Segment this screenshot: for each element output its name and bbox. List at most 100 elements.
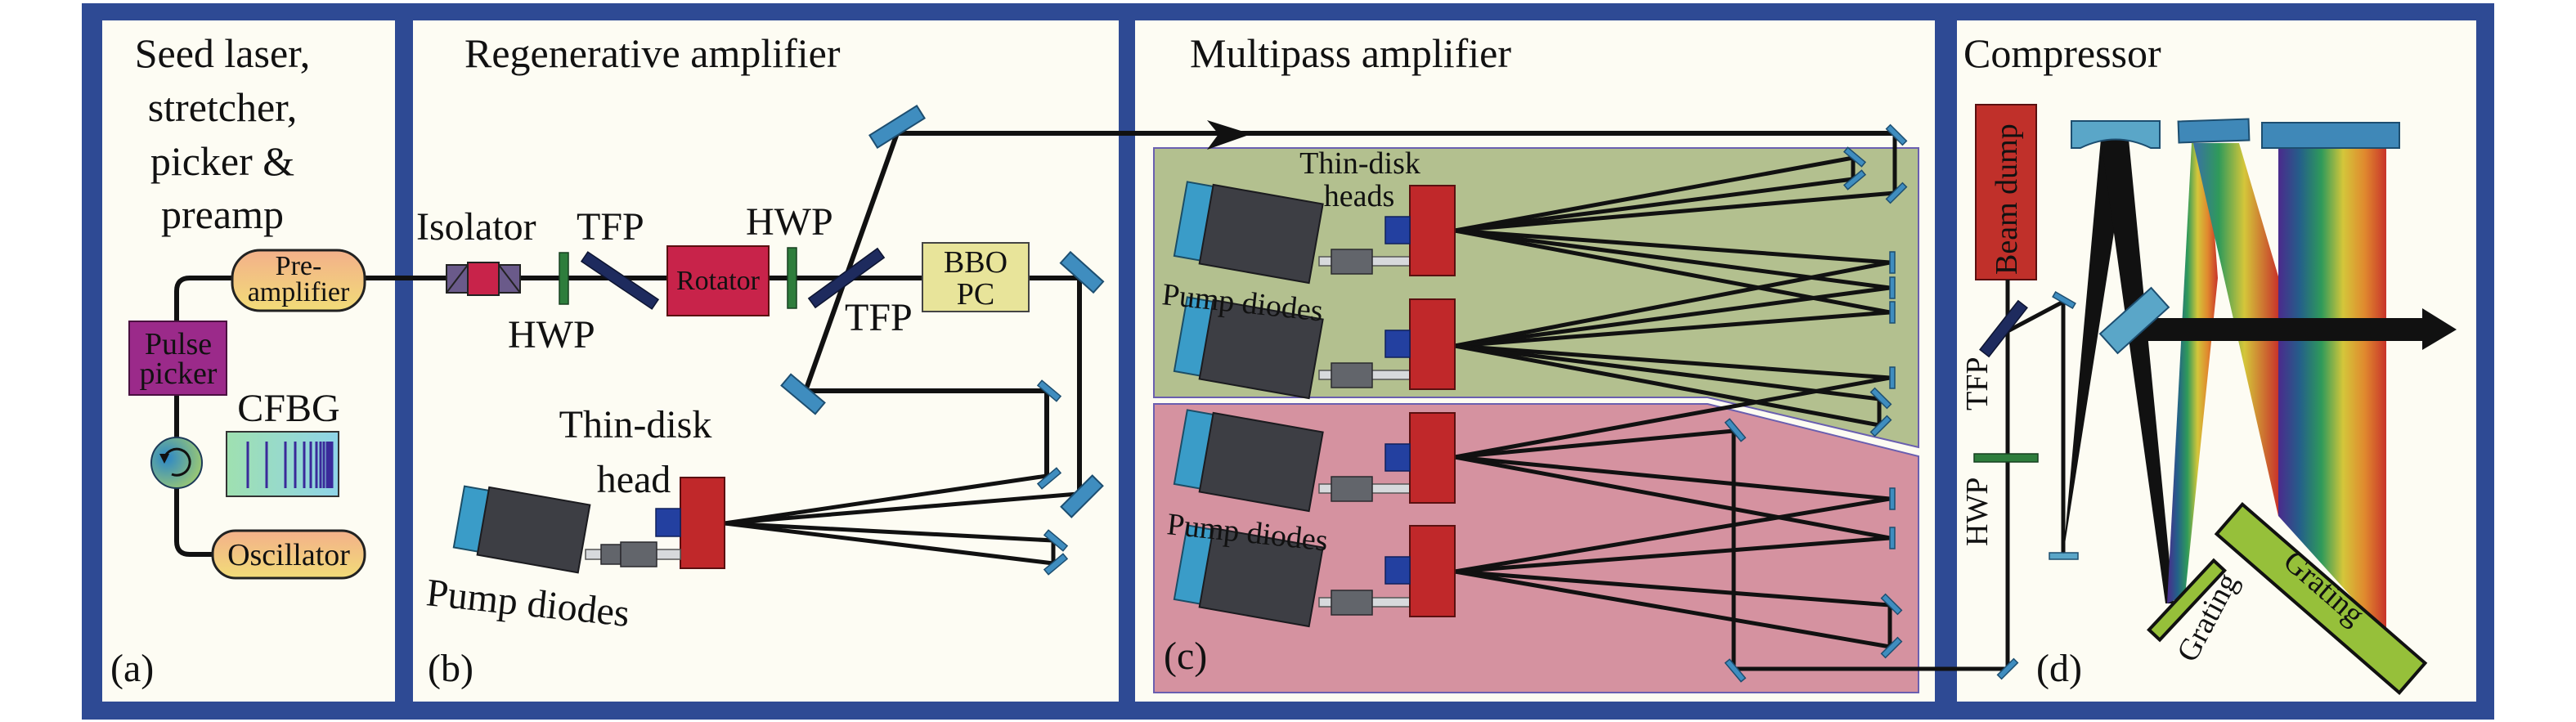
grating-large xyxy=(2214,501,2428,696)
panel-b-title: Regenerative amplifier xyxy=(464,30,841,76)
mirror xyxy=(1885,123,1908,146)
bbo-pc-label: PC xyxy=(957,277,994,312)
pump-diode-connector xyxy=(1331,476,1373,502)
hwp-label: HWP xyxy=(1960,478,1995,546)
thin-disk-head xyxy=(1409,412,1456,504)
title-line: stretcher, xyxy=(148,84,298,130)
circulator-icon xyxy=(150,437,203,489)
rotator xyxy=(666,245,770,316)
thin-disk-label: head xyxy=(597,458,671,501)
thin-disk-heads-label: Thin-disk xyxy=(1299,146,1420,181)
output-beam xyxy=(2144,318,2426,341)
beam xyxy=(724,521,1054,566)
thin-film-polarizer xyxy=(580,251,660,310)
isolator-label: Isolator xyxy=(416,205,536,249)
panel-c-title: Multipass amplifier xyxy=(1190,30,1511,76)
mirror xyxy=(1889,487,1896,510)
circulator-arrowhead-icon xyxy=(159,454,169,464)
thin-disk-head xyxy=(1409,185,1456,276)
mirror xyxy=(868,104,926,150)
thin-disk-crystal xyxy=(1384,556,1411,585)
half-wave-plate xyxy=(787,247,797,309)
thin-disk-label: Thin-disk xyxy=(559,403,712,446)
rotator-label: Rotator xyxy=(676,266,761,296)
mirror xyxy=(1889,301,1896,324)
cfbg-icon xyxy=(226,431,339,497)
preamplifier-label: amplifier xyxy=(248,277,350,307)
curved-mirror xyxy=(2071,120,2161,149)
dispersed-beam xyxy=(2167,143,2218,603)
pump-diode-connector xyxy=(585,541,681,567)
beam xyxy=(724,473,1048,526)
mirror xyxy=(2049,552,2079,560)
panel-c-label: (c) xyxy=(1164,635,1207,678)
beam xyxy=(724,491,1079,526)
thin-disk-head xyxy=(1409,525,1456,617)
thin-disk-crystal xyxy=(1384,330,1411,358)
thin-disk-heads-label: heads xyxy=(1324,179,1395,213)
mirror xyxy=(1869,415,1892,437)
thin-disk-module xyxy=(1173,524,1456,628)
multipass-mirrors xyxy=(1724,123,1908,683)
mirror xyxy=(1889,366,1896,389)
thin-disk-module xyxy=(1173,296,1456,400)
pump-diode xyxy=(1173,296,1324,400)
half-wave-plate xyxy=(559,252,569,305)
multipass-beams xyxy=(1454,133,2008,671)
thin-film-polarizer xyxy=(1979,299,2028,358)
mirror xyxy=(1060,474,1104,518)
beam-direction-arrow-icon xyxy=(1207,120,1251,150)
circulator-arrow-icon xyxy=(163,447,191,477)
mirror xyxy=(1880,593,1903,616)
pump-diode xyxy=(1173,409,1324,513)
pump-diode xyxy=(1173,524,1324,628)
title-line: preamp xyxy=(161,191,284,237)
thin-film-polarizer xyxy=(807,247,886,309)
half-wave-plate xyxy=(1973,453,2039,463)
fiber-path xyxy=(174,276,232,557)
mirror xyxy=(1889,276,1896,299)
beam-dump xyxy=(1975,104,2037,280)
hwp-label: HWP xyxy=(746,200,833,244)
hwp-label: HWP xyxy=(508,313,595,357)
beam xyxy=(724,521,1054,543)
beam xyxy=(803,132,900,392)
oscillator-label: Oscillator xyxy=(227,538,350,572)
mirror xyxy=(1880,636,1903,659)
pump-diode-connector xyxy=(1331,590,1373,616)
mirror xyxy=(1869,387,1892,410)
bbo-pc-label: BBO xyxy=(944,245,1008,280)
bbo-pockels-cell xyxy=(922,242,1030,312)
pump-diode-connector xyxy=(1331,249,1373,275)
preamplifier-label: Pre- xyxy=(276,251,322,281)
mirror xyxy=(2261,122,2400,149)
tfp-label: TFP xyxy=(577,205,644,249)
thin-disk-crystal xyxy=(1384,216,1411,244)
beam-dump-label: Beam dump xyxy=(1990,123,2024,275)
mirror xyxy=(1036,379,1062,402)
mirror xyxy=(1842,169,1867,191)
panel-d-label: (d) xyxy=(2036,647,2082,690)
mirror xyxy=(2177,118,2251,144)
thin-disk-module xyxy=(1173,409,1456,513)
thin-disk-head xyxy=(1409,298,1456,390)
pump-diode-connector xyxy=(1331,362,1373,388)
mirror xyxy=(1724,658,1747,683)
thin-disk-crystal xyxy=(655,508,681,537)
oscillator-module xyxy=(211,529,366,580)
preamplifier-module xyxy=(231,249,366,312)
compressor-beams xyxy=(2005,280,2066,669)
mirror xyxy=(1996,657,2019,680)
mirror xyxy=(1842,146,1867,168)
thin-disk-module xyxy=(1173,181,1456,285)
mirror xyxy=(1889,251,1896,274)
title-line: Seed laser, xyxy=(135,30,311,76)
compressor-beam xyxy=(2063,139,2129,554)
panel-d-title: Compressor xyxy=(1963,30,2161,76)
panel-a-label: (a) xyxy=(110,647,154,690)
grating-small xyxy=(2147,558,2227,643)
isolator-icon xyxy=(446,262,521,296)
mirror xyxy=(1043,553,1069,576)
pump-diode xyxy=(1173,181,1324,285)
